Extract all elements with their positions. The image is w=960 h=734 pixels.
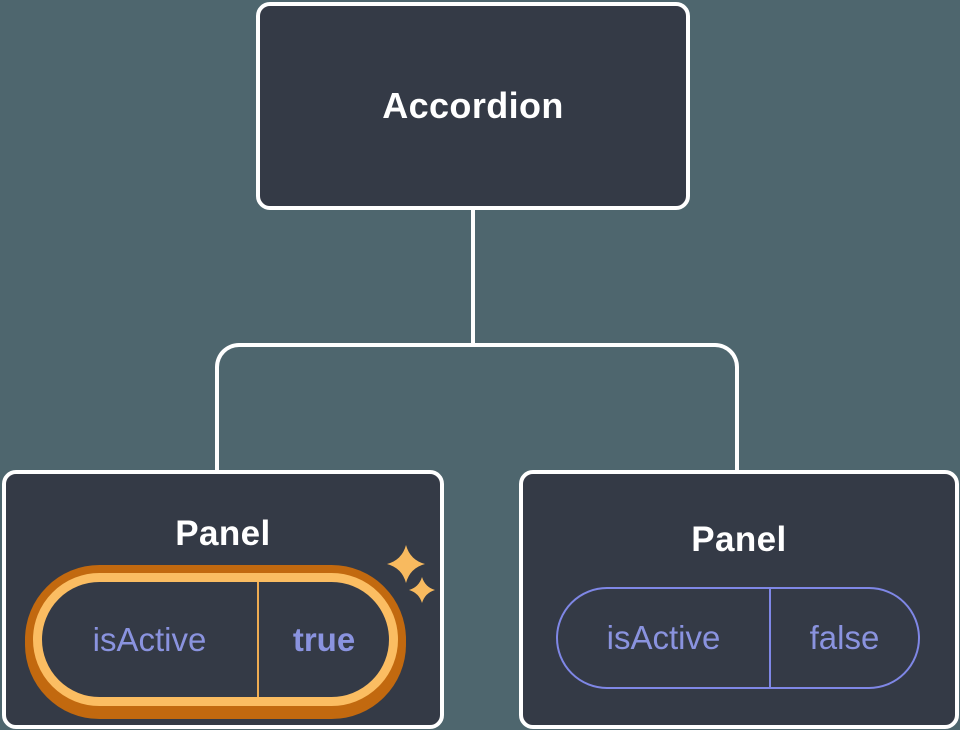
pill-divider (769, 589, 771, 687)
pill-divider (257, 582, 259, 697)
sparkles-icon (387, 545, 435, 603)
panel-node-label: Panel (175, 514, 271, 553)
accordion-node-label: Accordion (382, 85, 564, 126)
prop-name: isActive (92, 620, 207, 658)
tree-node-panel-inactive: Panel isActive false (519, 470, 959, 729)
connector-stem (471, 209, 475, 347)
connector-branch (215, 343, 739, 470)
prop-name: isActive (606, 619, 721, 656)
bottom-edge-strip (0, 730, 960, 734)
prop-value: true (292, 620, 356, 658)
tree-node-accordion: Accordion (256, 2, 690, 210)
panel-node-label: Panel (691, 520, 787, 559)
prop-pill-active: isActive true (33, 573, 398, 706)
tree-node-panel-active: Panel isActive true (2, 470, 444, 729)
prop-value: false (809, 619, 880, 656)
prop-pill-inactive: isActive false (556, 587, 920, 689)
